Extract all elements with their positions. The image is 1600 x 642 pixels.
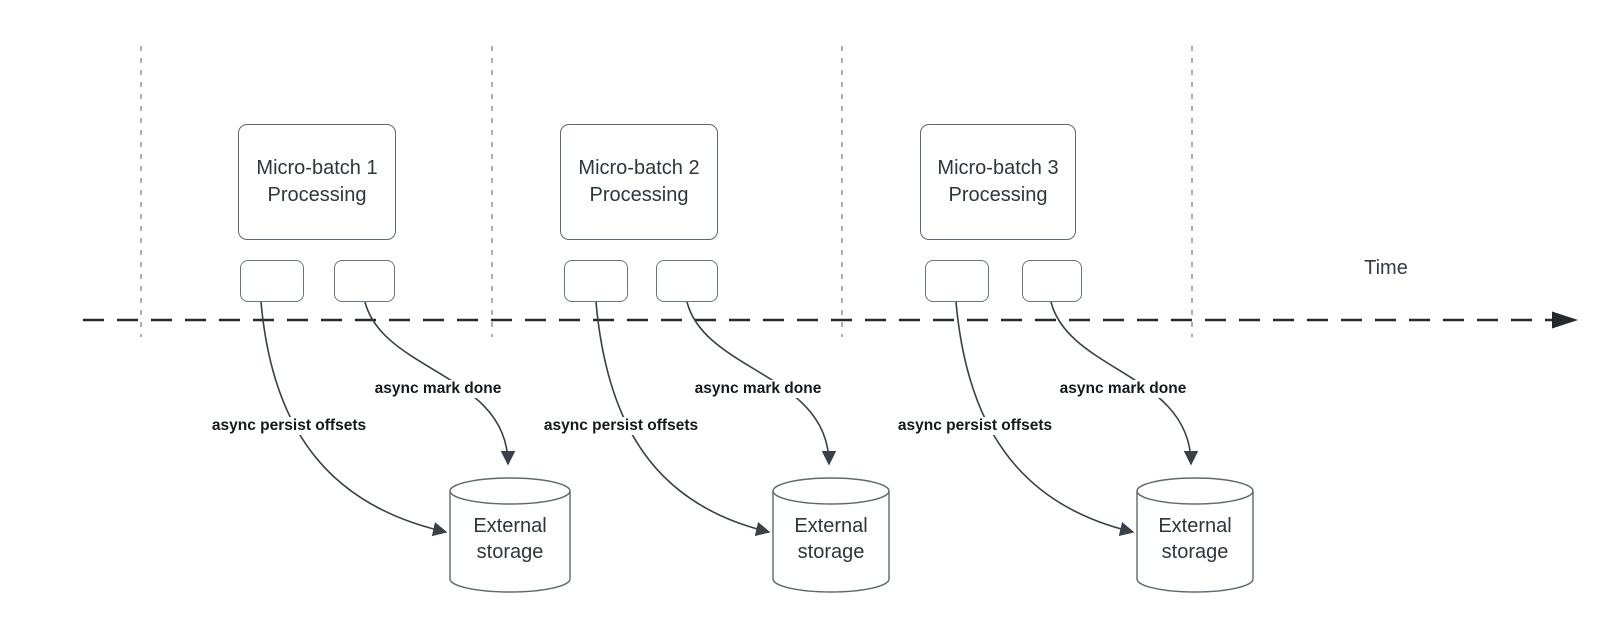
batch-2-mark-done-box	[656, 260, 718, 302]
external-storage-label-2: External storage	[773, 513, 889, 565]
external-storage-label-2-line1: External	[794, 515, 868, 537]
batch-3-mark-done-box	[1022, 260, 1082, 302]
micro-batch-2-processing-box: Micro-batch 2 Processing	[560, 124, 718, 240]
persist-offsets-arrow-3	[955, 301, 1135, 537]
micro-batch-1-title-line2: Processing	[267, 184, 367, 206]
external-storage-cylinder-1	[449, 477, 571, 593]
batch-1-offset-commit-box	[240, 260, 304, 302]
micro-batch-2-title-line2: Processing	[589, 184, 689, 206]
time-axis-arrowhead	[1552, 311, 1578, 329]
mark-done-arrow-1	[364, 301, 516, 466]
external-storage-cylinder-2	[772, 477, 890, 593]
batch-2-offset-commit-box	[564, 260, 628, 302]
async-mark-done-label-2: async mark done	[692, 380, 824, 398]
micro-batch-2-title-line1: Micro-batch 2	[578, 157, 700, 179]
persist-offsets-arrow-1	[260, 301, 448, 537]
micro-batch-1-title-line1: Micro-batch 1	[256, 157, 378, 179]
micro-batch-3-processing-box: Micro-batch 3 Processing	[920, 124, 1076, 240]
async-persist-offsets-label-2: async persist offsets	[541, 417, 701, 435]
micro-batch-3-title-line1: Micro-batch 3	[937, 157, 1059, 179]
external-storage-label-3: External storage	[1137, 513, 1253, 565]
external-storage-label-1: External storage	[450, 513, 570, 565]
external-storage-label-2-line2: storage	[797, 541, 865, 563]
external-storage-cylinder-3	[1136, 477, 1254, 593]
mark-done-arrow-3	[1050, 301, 1199, 466]
batch-1-mark-done-box	[334, 260, 395, 302]
batch-3-offset-commit-box	[925, 260, 989, 302]
persist-offsets-arrow-2	[595, 301, 771, 537]
external-storage-label-1-line1: External	[473, 515, 547, 537]
micro-batch-3-title-line2: Processing	[948, 184, 1048, 206]
micro-batch-1-processing-box: Micro-batch 1 Processing	[238, 124, 396, 240]
external-storage-label-3-line1: External	[1158, 515, 1232, 537]
time-axis-label: Time	[1364, 257, 1408, 279]
async-persist-offsets-label-3: async persist offsets	[895, 417, 1055, 435]
async-mark-done-label-1: async mark done	[372, 380, 504, 398]
mark-done-arrow-2	[686, 301, 837, 466]
async-mark-done-label-3: async mark done	[1057, 380, 1189, 398]
async-persist-offsets-label-1: async persist offsets	[209, 417, 369, 435]
external-storage-label-1-line2: storage	[476, 541, 544, 563]
external-storage-label-3-line2: storage	[1161, 541, 1229, 563]
